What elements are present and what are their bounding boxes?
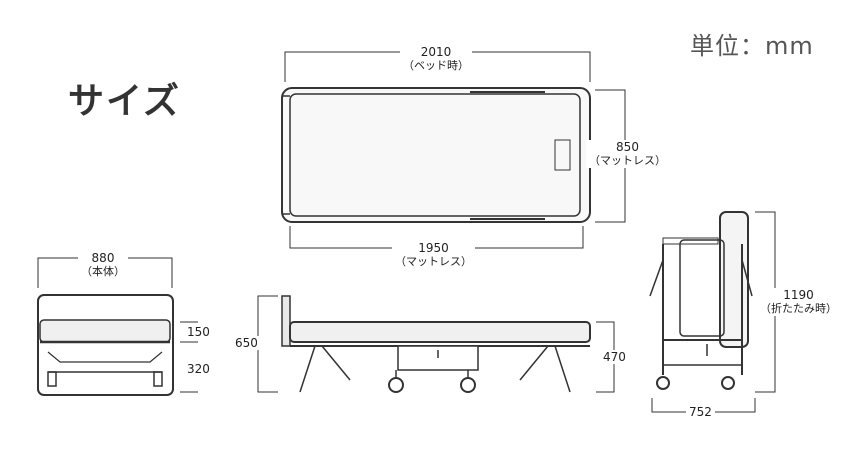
folded-view <box>649 211 753 390</box>
front-view <box>37 294 174 396</box>
dim-body-width: 880 （本体） <box>78 251 128 279</box>
dim-mattress-length: 1950 （マットレス） <box>392 241 475 269</box>
page-title: サイズ <box>68 80 181 122</box>
dim-bed-surface-height: 470 <box>600 350 629 364</box>
dim-frame-height: 320 <box>184 362 213 376</box>
side-view <box>281 295 591 393</box>
dim-bed-length: 2010 （ベッド時） <box>400 45 472 73</box>
dim-total-height: 650 <box>232 336 261 350</box>
unit-label: 単位：mm <box>690 32 814 60</box>
dim-folded-height: 1190 （折たたみ時） <box>757 288 840 316</box>
top-view <box>281 87 591 223</box>
dim-folded-depth: 752 <box>686 405 715 419</box>
dim-mattress-thickness: 150 <box>184 325 213 339</box>
dim-mattress-width: 850 （マットレス） <box>586 140 669 168</box>
